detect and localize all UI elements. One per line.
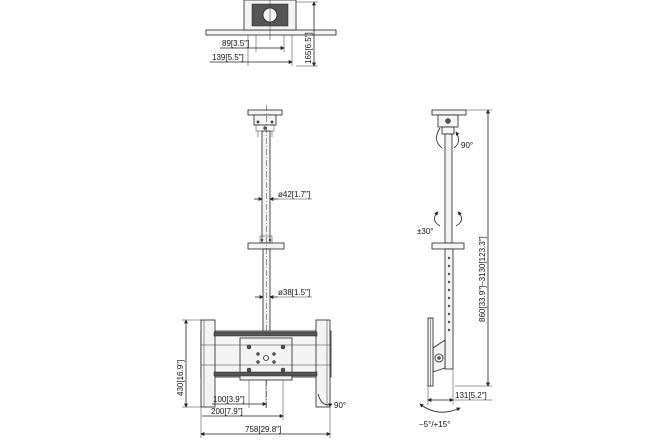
side-rot-30-label: ±30° — [417, 227, 434, 236]
pole-collar — [247, 242, 285, 250]
dim-131-label: 131[5.2"] — [455, 391, 487, 400]
top-view: 89[3.5"] 139[5.5"] 165[6.5"] — [205, 0, 337, 67]
dim-height-label: 860[33.9"]–3130[123.3"] — [478, 236, 487, 322]
side-lower-pole — [444, 248, 454, 370]
left-arm — [200, 319, 216, 408]
upper-pole — [261, 130, 271, 244]
front-ceiling-bracket — [253, 114, 277, 126]
side-rot-90-label: 90° — [461, 141, 473, 150]
side-rot-arrow-mid — [434, 211, 441, 227]
tilt-label: −5°/+15° — [419, 420, 450, 429]
dim-89-label: 89[3.5"] — [222, 39, 249, 48]
front-rot-90-label: 90° — [334, 401, 346, 410]
side-upper-pole — [444, 133, 453, 244]
side-ceiling-plate — [431, 109, 467, 116]
side-view: 90° ±30° 860[33.9"]–3130[1 — [417, 109, 492, 429]
side-collar — [431, 242, 465, 250]
dim-d38-label: ø38[1.5"] — [278, 288, 310, 297]
adjustment-holes — [447, 256, 451, 332]
rotation-arrow-icon — [317, 393, 333, 408]
front-ceiling-plate — [247, 109, 283, 116]
tilt-arrow-icon — [419, 403, 461, 413]
dim-100-label: 100[3.9"] — [213, 395, 245, 404]
right-arm — [315, 319, 331, 408]
dim-430-label: 430[16.9"] — [176, 360, 185, 396]
ceiling-plate — [205, 29, 337, 36]
dim-200-label: 200[7.9"] — [211, 407, 243, 416]
front-view: ø42[1.7"] ø38[1.5"] 430[16.9"] — [176, 105, 346, 438]
dim-758-label: 758[29.8"] — [245, 425, 281, 434]
dim-d42-label: ø42[1.7"] — [278, 190, 310, 199]
dim-165-label: 165[6.5"] — [304, 32, 313, 64]
dim-139-label: 139[5.5"] — [212, 53, 244, 62]
side-rot-arrow-top — [436, 127, 443, 149]
